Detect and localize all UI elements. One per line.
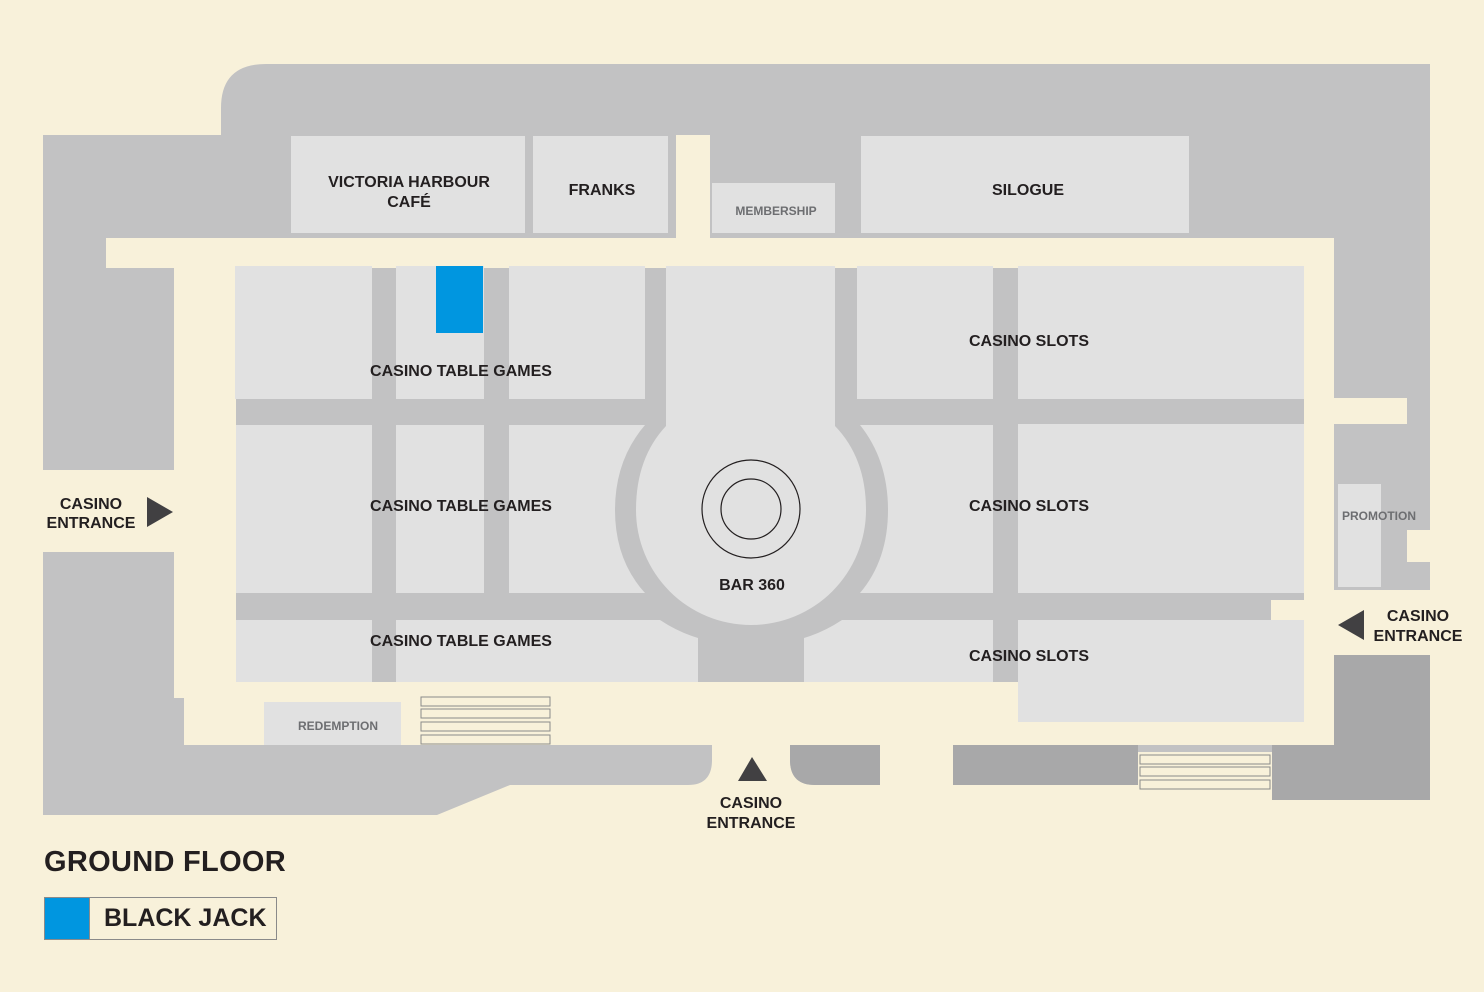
redemption-room (264, 702, 401, 745)
legend-swatch-black-jack (45, 898, 90, 939)
slots-label-2: CASINO SLOTS (969, 498, 1089, 515)
victoria-harbour-cafe-label-2: CAFÉ (387, 192, 431, 211)
slots-label-3: CASINO SLOTS (969, 648, 1089, 665)
stairs-east (1139, 754, 1271, 790)
west-entrance[interactable]: CASINO ENTRANCE (47, 496, 173, 532)
silogue-label: SILOGUE (992, 182, 1064, 199)
table-games-label-2: CASINO TABLE GAMES (370, 498, 552, 515)
bar-360-area (636, 266, 866, 625)
east-entrance-label-1: CASINO (1387, 608, 1449, 625)
membership-label: MEMBERSHIP (735, 204, 816, 218)
silogue-room (861, 136, 1189, 233)
east-entrance[interactable]: CASINO ENTRANCE (1338, 608, 1463, 645)
franks-room (533, 136, 668, 233)
table-games-label-1: CASINO TABLE GAMES (370, 363, 552, 380)
bar-counter-outer (701, 459, 801, 559)
stairs-west (420, 696, 551, 745)
arrow-left-icon (1338, 610, 1364, 640)
west-entrance-label-2: ENTRANCE (47, 515, 136, 532)
black-jack-table[interactable] (436, 266, 483, 333)
arrow-right-icon (147, 497, 173, 527)
arrow-up-icon (738, 757, 767, 781)
membership-room (712, 183, 835, 233)
victoria-harbour-cafe-room (291, 136, 525, 233)
slot-blocks (804, 266, 1304, 722)
south-entrance-label-1: CASINO (720, 795, 782, 812)
table-game-blocks (235, 266, 698, 682)
slots-label-1: CASINO SLOTS (969, 333, 1089, 350)
south-entrance-label-2: ENTRANCE (707, 815, 796, 832)
redemption-label: REDEMPTION (298, 719, 378, 733)
west-entrance-label-1: CASINO (60, 496, 122, 513)
legend-label-black-jack: BLACK JACK (104, 904, 267, 932)
upper-venues (264, 136, 1381, 745)
table-games-label-3: CASINO TABLE GAMES (370, 633, 552, 650)
floor-title: GROUND FLOOR (44, 846, 287, 878)
south-entrance[interactable]: CASINO ENTRANCE (707, 757, 796, 832)
victoria-harbour-cafe-label-1: VICTORIA HARBOUR (328, 174, 490, 191)
bar-counter-inner (720, 478, 782, 540)
legend: BLACK JACK (44, 897, 277, 940)
east-entrance-label-2: ENTRANCE (1374, 628, 1463, 645)
promotion-room (1338, 484, 1381, 587)
franks-label: FRANKS (569, 182, 636, 199)
bar-360-label: BAR 360 (719, 577, 785, 594)
promotion-label: PROMOTION (1342, 509, 1416, 523)
